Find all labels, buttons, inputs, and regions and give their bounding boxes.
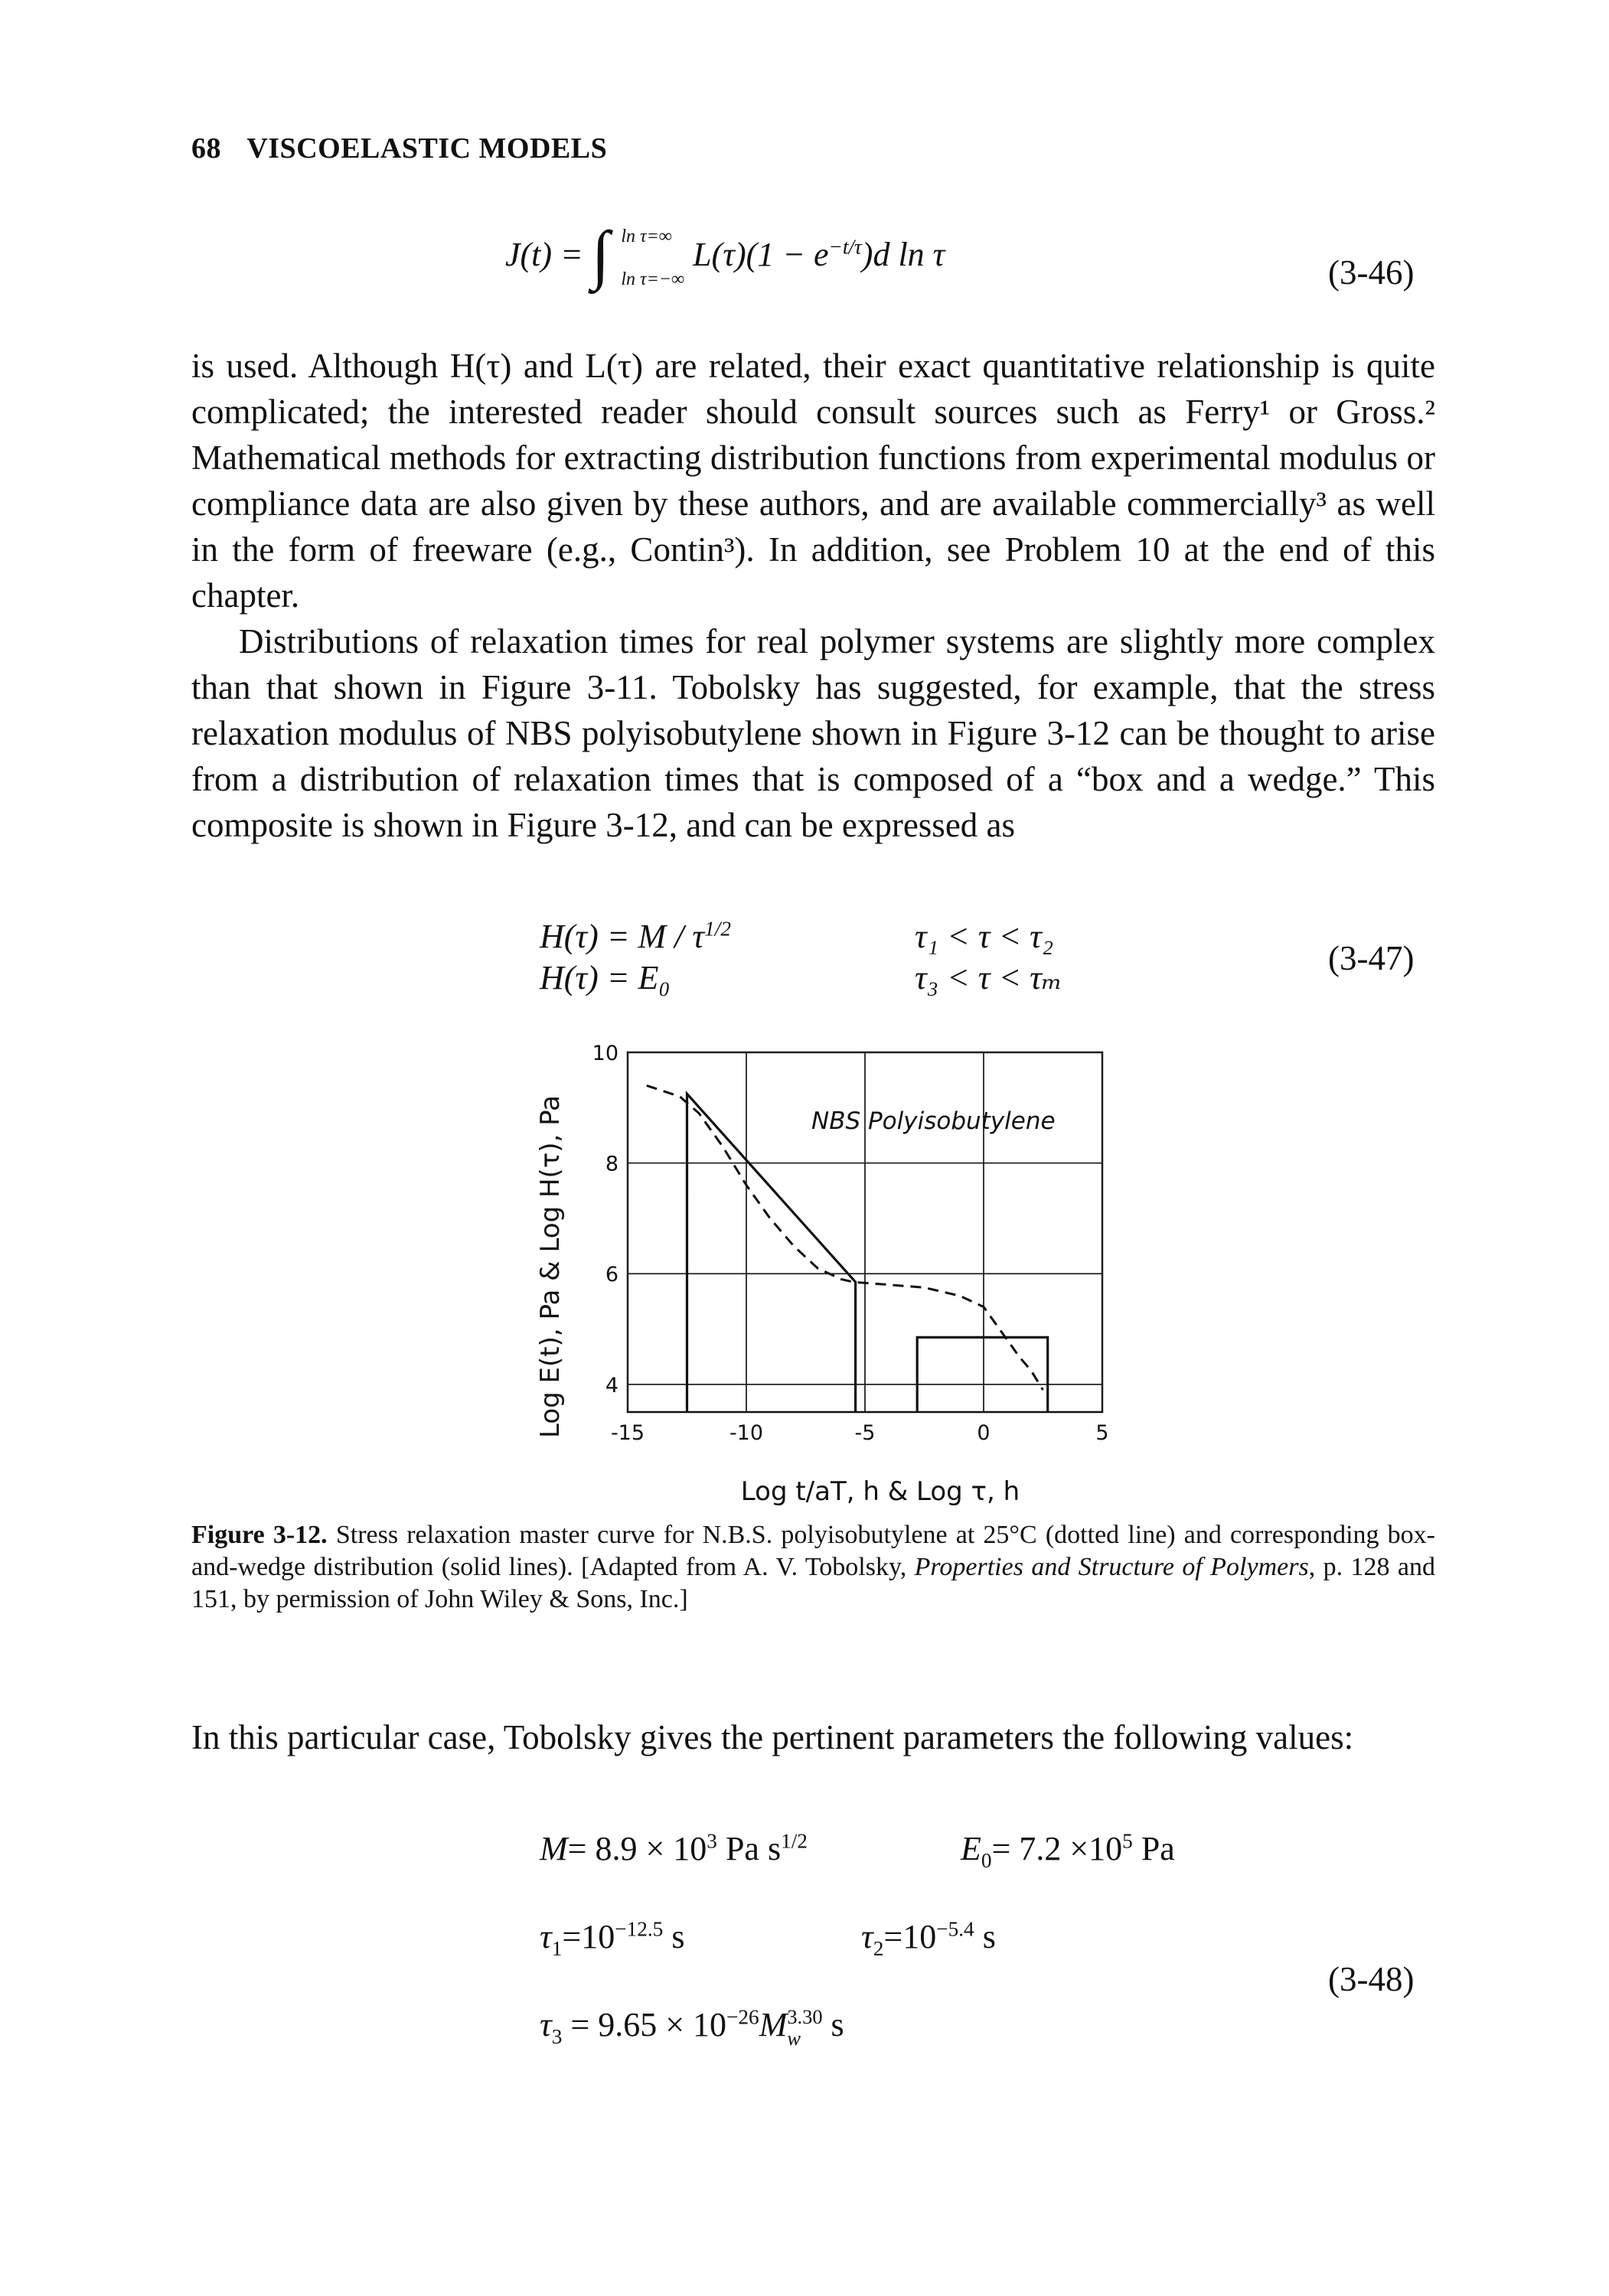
paragraph-2: Distributions of relaxation times for re…	[191, 618, 1435, 848]
equation-number-3-46: (3-46)	[1328, 253, 1415, 292]
caption-label: Figure 3-12.	[191, 1521, 328, 1549]
eq-m-unit: Pa s	[716, 1830, 782, 1867]
equation-3-48-tau2: τ2=10−5.4 s	[861, 1917, 996, 1961]
paragraph-3: In this particular case, Tobolsky gives …	[191, 1718, 1354, 1756]
eq-tau3-value: = 9.65 × 10	[562, 2006, 727, 2043]
eq-tau2-lhs: τ	[861, 1918, 873, 1955]
eq-m-lhs: M	[540, 1830, 568, 1867]
caption-text: Stress relaxation master curve for N.B.S…	[191, 1521, 1436, 1581]
eq-m-value: = 8.9 × 10	[567, 1830, 707, 1867]
eq-3-46-tail: )d ln τ	[861, 236, 945, 273]
eq-3-46-upper-limit: ln τ=∞	[621, 226, 672, 246]
equation-3-46: J(t) = ∫ ln τ=∞ ln τ=−∞ L(τ)(1 − e−t/τ)d…	[505, 205, 945, 301]
x-tick-label: -15	[611, 1421, 645, 1445]
eq-3-46-exponent: −t/τ	[828, 235, 862, 259]
eq-e0-value: = 7.2 ×10	[991, 1830, 1123, 1867]
chart-annotation: NBS Polyisobutylene	[811, 1107, 1056, 1135]
equation-3-48-m: M= 8.9 × 103 Pa s1/2	[540, 1829, 808, 1868]
integral-limits: ln τ=∞ ln τ=−∞	[621, 215, 684, 301]
integral-sign: ∫	[591, 217, 610, 291]
y-tick-label: 10	[592, 1042, 618, 1065]
equation-3-47-line-1: H(τ) = M / τ1/2	[540, 917, 731, 956]
x-tick-label: 0	[977, 1421, 990, 1445]
relaxation-chart: 4 6 8 10 -15 -10 -5 0 5 NBS Polyisobutylene Log …	[535, 1042, 1109, 1507]
distribution-line-2	[915, 1336, 1049, 1412]
eq-tau3-lhs: τ	[540, 2006, 552, 2043]
eq-tau2-value: =10	[883, 1918, 937, 1955]
eq-e0-exp: 5	[1122, 1829, 1133, 1853]
caption-book-title: Properties and Structure of Polymers	[914, 1553, 1309, 1581]
equation-3-48-tau1: τ1=10−12.5 s	[540, 1917, 684, 1961]
eq-tau3-unit: s	[822, 2006, 844, 2043]
running-title: VISCOELASTIC MODELS	[246, 132, 608, 165]
x-tick-label: -5	[855, 1421, 876, 1445]
x-axis-label: Log t/aT, h & Log τ, h	[741, 1476, 1020, 1507]
eq-e0-lhs: E	[961, 1830, 981, 1867]
y-tick-label: 6	[605, 1263, 618, 1287]
page-number: 68	[191, 132, 221, 165]
eq-tau1-value: =10	[562, 1918, 615, 1955]
y-axis-label: Log E(t), Pa & Log H(τ), Pa	[535, 1095, 566, 1438]
eq-tau2-unit: s	[974, 1918, 996, 1955]
eq-m-exp: 3	[707, 1829, 717, 1853]
eq-m-unit-exp: 1/2	[781, 1829, 808, 1853]
y-tick-label: 4	[605, 1374, 618, 1397]
eq-tau1-sub: 1	[551, 1936, 563, 1960]
eq-tau1-unit: s	[663, 1918, 685, 1955]
equation-3-48-e0: E0= 7.2 ×105 Pa	[961, 1829, 1175, 1873]
equation-number-3-48: (3-48)	[1328, 1960, 1415, 1998]
eq-tau3-sub: 3	[551, 2024, 563, 2048]
paragraph-2-text: Distributions of relaxation times for re…	[191, 622, 1435, 844]
caption-text-end: , p. 128 and 151, by permission of John …	[191, 1553, 1435, 1613]
eq-tau1-exp: −12.5	[615, 1917, 664, 1941]
running-header: 68 VISCOELASTIC MODELS	[191, 132, 607, 165]
eq-tau3-m-exp: 3.30	[787, 2005, 823, 2029]
figure-3-12: 4 6 8 10 -15 -10 -5 0 5 NBS Polyisobutylene Log …	[490, 1026, 1164, 1515]
chart-grid	[626, 1051, 1104, 1414]
equation-3-47-line-1-range: τ₁ < τ < τ₂	[915, 918, 1054, 955]
eq-3-46-lower-limit: ln τ=−∞	[621, 269, 685, 289]
chart-marks	[646, 1084, 1049, 1412]
eq-tau3-exp: −26	[726, 2005, 759, 2029]
eq-3-46-integrand: L(τ)(1 − e	[693, 236, 829, 273]
eq-e0-unit: Pa	[1132, 1830, 1175, 1867]
eq-3-46-lhs: J(t) =	[505, 236, 583, 273]
eq-3-47-line1-lhs: H(τ) = M / τ	[540, 918, 705, 955]
chart-ticks: 4 6 8 10 -15 -10 -5 0 5	[592, 1042, 1109, 1445]
y-tick-label: 8	[605, 1153, 618, 1176]
equation-3-47-line-2: H(τ) = E₀	[540, 959, 671, 996]
eq-3-47-line1-exp: 1/2	[704, 917, 731, 941]
equation-3-47-line-2-range: τ₃ < τ < τₘ	[915, 959, 1062, 996]
eq-tau3-m: M	[759, 2006, 788, 2043]
figure-caption: Figure 3-12. Stress relaxation master cu…	[191, 1519, 1435, 1616]
x-tick-label: -10	[729, 1421, 763, 1445]
eq-tau3-m-sub: w	[787, 2026, 801, 2050]
paragraph-1: is used. Although H(τ) and L(τ) are rela…	[191, 347, 1435, 615]
distribution-line-1	[685, 1091, 857, 1412]
eq-tau2-exp: −5.4	[936, 1917, 974, 1941]
x-tick-label: 5	[1095, 1421, 1108, 1445]
eq-tau2-sub: 2	[873, 1936, 884, 1960]
equation-number-3-47: (3-47)	[1328, 939, 1415, 977]
eq-tau1-lhs: τ	[540, 1918, 552, 1955]
eq-e0-sub: 0	[981, 1848, 992, 1872]
